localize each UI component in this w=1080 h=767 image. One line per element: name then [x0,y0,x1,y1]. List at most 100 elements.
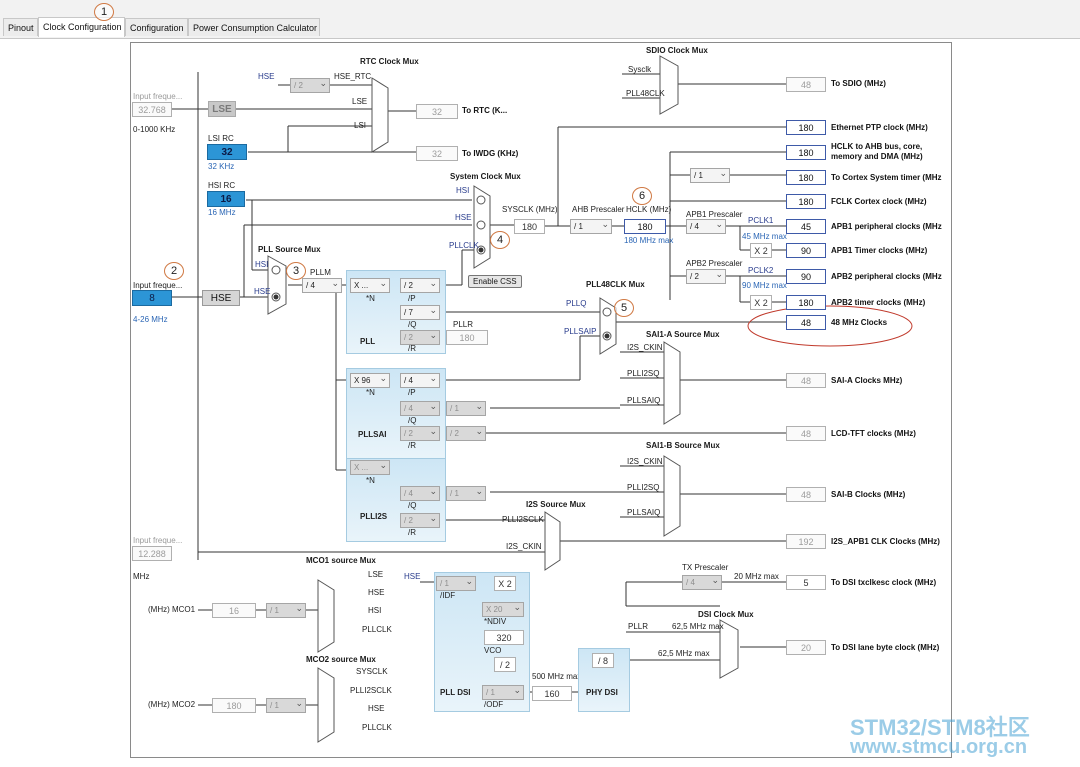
rtc-output-label: To RTC (K... [462,106,508,115]
apb1-prescaler-select[interactable]: / 4 [686,218,726,234]
pllsai-p-divider-select[interactable]: / 4 [400,372,440,388]
pllm-divider-select[interactable]: / 4 [302,277,342,293]
plli2s-q-post-divider-select[interactable]: / 1 [446,485,486,501]
pllsai-p-label: /P [408,388,416,397]
mco2-plli2sclk-label: PLLI2SCLK [350,686,392,695]
iwdg-clock-value: 32 [416,146,458,161]
lsi-rc-label: LSI RC [208,134,234,143]
hclk-label: HCLK (MHz) [626,205,672,214]
plldsi-vco-label: VCO [484,646,502,655]
apb1-timer-clock-label: APB1 Timer clocks (MHz) [831,246,928,255]
annotation-marker-1: 1 [94,3,114,21]
tab-pinout[interactable]: Pinout [3,18,38,36]
hse-frequency-input[interactable]: 8 [132,290,172,306]
annotation-marker-3: 3 [286,262,306,280]
lse-frequency-input[interactable]: 32.768 [132,102,172,117]
plldsi-block-name: PLL DSI [440,688,471,697]
pll-n-multiplier-select[interactable]: X ... [350,277,390,293]
apb2-timer-clock-label: APB2 timer clocks (MHz) [831,298,926,307]
i2s-source-mux-title: I2S Source Mux [526,500,586,509]
cortex-timer-prescaler-select[interactable]: / 1 [690,167,730,183]
plldsi-idf-select[interactable]: / 1 [436,575,476,591]
rtc-clock-mux-title: RTC Clock Mux [360,57,419,66]
hclk-ahb-label: HCLK to AHB bus, core, [831,142,923,151]
hse-oscillator: HSE [202,290,240,306]
tx-prescaler-label: TX Prescaler [682,563,729,572]
watermark-line-2: www.stmcu.org.cn [850,736,1028,758]
hse-range-label: 4-26 MHz [133,315,168,324]
cortex-system-timer-label: To Cortex System timer (MHz [831,173,942,182]
saia-plli2sq-label: PLLI2SQ [627,369,660,378]
ahb-prescaler-select[interactable]: / 1 [570,218,612,234]
plldsi-x2-multiplier: X 2 [494,576,516,591]
plli2s-block-name: PLLI2S [360,512,388,521]
mco1-value: 16 [212,603,256,618]
fclk-cortex-label: FCLK Cortex clock (MHz) [831,197,927,206]
annotation-marker-4: 4 [490,231,510,249]
pll-p-divider-select[interactable]: / 2 [400,277,440,293]
hclk-value-input[interactable]: 180 [624,219,666,234]
sai1b-source-mux-title: SAI1-B Source Mux [646,441,720,450]
pllsai-n-label: *N [366,388,375,397]
plli2s-r-divider-select[interactable]: / 2 [400,512,440,528]
pllsai-q-post-divider-select[interactable]: / 1 [446,400,486,416]
pllm-label: PLLM [310,268,331,277]
rtc-hse-prescaler-select[interactable]: / 2 [290,77,330,93]
hsi-frequency-label: 16 MHz [208,208,236,217]
mco1-label: (MHz) MCO1 [148,605,196,614]
saia-pllsaiq-label: PLLSAIQ [627,396,661,405]
plldsi-odf-select[interactable]: / 1 [482,684,524,700]
pllsai-r-divider-select[interactable]: / 2 [400,425,440,441]
mco2-sysclk-label: SYSCLK [356,667,388,676]
apb1-timer-clock-value: 90 [786,243,826,258]
mco2-value: 180 [212,698,256,713]
plldsi-output-value: 160 [532,686,572,701]
pllsai-q-label: /Q [408,416,417,425]
sysclk-value: 180 [514,219,545,234]
i2s-ckin-frequency-input[interactable]: 12.288 [132,546,172,561]
iwdg-output-label: To IWDG (KHz) [462,149,519,158]
pclk2-max-label: 90 MHz max [742,281,787,290]
plli2s-q-divider-select[interactable]: / 4 [400,485,440,501]
phy-dsi-block-name: PHY DSI [586,688,618,697]
sysmux-hse-label: HSE [455,213,472,222]
tab-clock-configuration[interactable]: Clock Configuration [38,17,125,37]
plli2s-r-label: /R [408,528,416,537]
pll-source-mux-title: PLL Source Mux [258,245,321,254]
pll-r-divider-select[interactable]: / 2 [400,329,440,345]
pll-q-label: /Q [408,320,417,329]
dsi-max2-label: 62,5 MHz max [658,649,710,658]
dsi-clock-mux-title: DSI Clock Mux [698,610,754,619]
tab-configuration[interactable]: Configuration [125,18,188,36]
sdio-pll48clk-label: PLL48CLK [626,89,665,98]
pll-q-divider-select[interactable]: / 7 [400,304,440,320]
pllsai-n-multiplier-select[interactable]: X 96 [350,372,390,388]
cortex-system-timer-value: 180 [786,170,826,185]
saia-output-label: SAI-A Clocks MHz) [831,376,903,385]
mco2-prescaler-select[interactable]: / 1 [266,697,306,713]
enable-css-button[interactable]: Enable CSS [468,275,522,288]
saib-clock-value: 48 [786,487,826,502]
dsi-pllr-label: PLLR [628,622,649,631]
pllr-label: PLLR [453,320,474,329]
saib-pllsaiq-label: PLLSAIQ [627,508,661,517]
pll-r-label: /R [408,344,416,353]
mco1-prescaler-select[interactable]: / 1 [266,602,306,618]
pll48-pllq-label: PLLQ [566,299,587,308]
annotation-marker-2: 2 [164,262,184,280]
dsi-lane-byte-output-label: To DSI lane byte clock (MHz) [831,643,940,652]
apb2-prescaler-select[interactable]: / 2 [686,268,726,284]
pllsai-r-post-divider-select[interactable]: / 2 [446,425,486,441]
tab-power-consumption-calculator[interactable]: Power Consumption Calculator [188,18,320,36]
pllsai-q-divider-select[interactable]: / 4 [400,400,440,416]
tx-prescaler-select[interactable]: / 4 [682,574,722,590]
pclk2-label: PCLK2 [748,266,774,275]
mco1-lse-label: LSE [368,570,384,579]
tx-max-label: 20 MHz max [734,572,779,581]
plli2s-n-multiplier-select[interactable]: X ... [350,459,390,475]
pclk1-label: PCLK1 [748,216,774,225]
plldsi-ndiv-select[interactable]: X 20 [482,601,524,617]
mco2-hse-label: HSE [368,704,385,713]
hclk-ahb-label-line2: memory and DMA (MHz) [831,152,923,161]
